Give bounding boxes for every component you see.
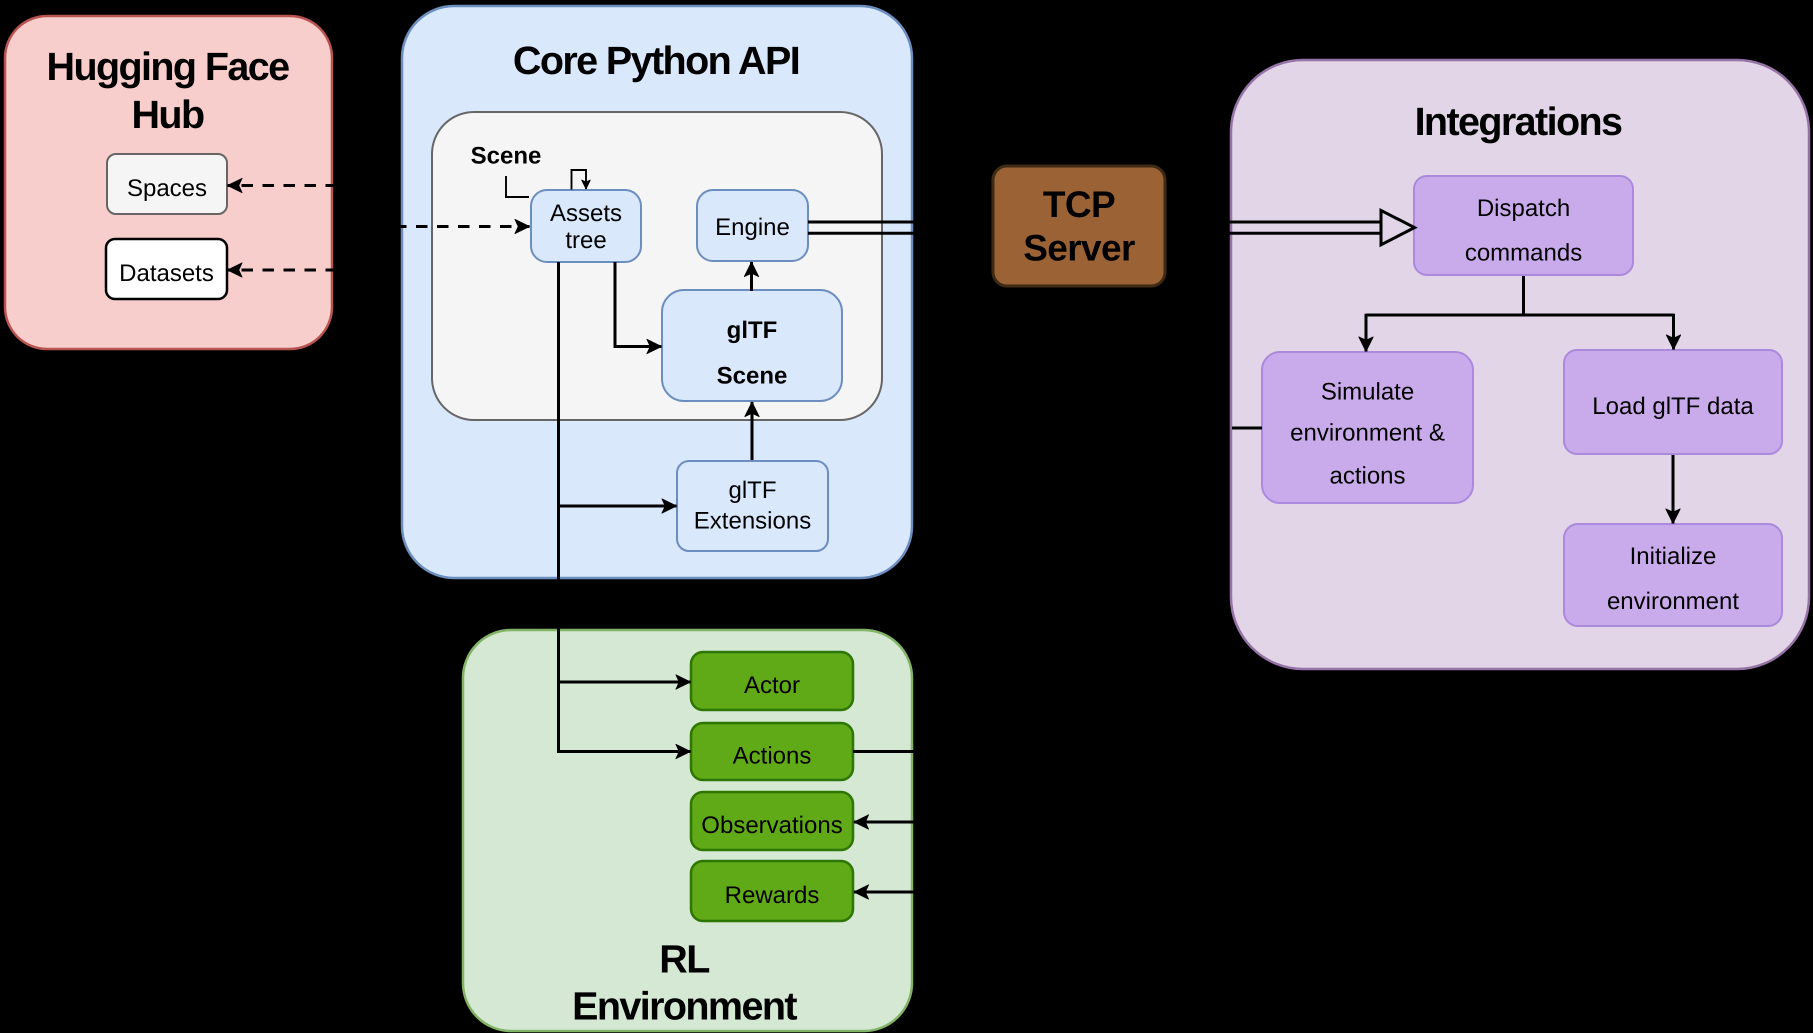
svg-text:RL: RL <box>659 938 709 982</box>
svg-text:Integrations: Integrations <box>1415 100 1622 144</box>
svg-text:glTF: glTF <box>727 317 778 344</box>
svg-text:Hugging Face: Hugging Face <box>47 45 290 89</box>
svg-text:Initialize: Initialize <box>1630 543 1717 570</box>
svg-text:Actor: Actor <box>744 672 800 699</box>
svg-text:tree: tree <box>565 227 606 254</box>
svg-text:Datasets: Datasets <box>119 260 214 287</box>
svg-text:Core Python API: Core Python API <box>513 39 799 83</box>
svg-text:Assets: Assets <box>550 200 622 227</box>
svg-text:glTF: glTF <box>729 477 777 504</box>
svg-text:Scene: Scene <box>717 363 788 390</box>
svg-text:Hub: Hub <box>132 93 204 137</box>
svg-text:Spaces: Spaces <box>127 175 207 202</box>
svg-text:Observations: Observations <box>701 812 842 839</box>
svg-text:Engine: Engine <box>715 214 790 241</box>
svg-text:Scene: Scene <box>471 142 542 169</box>
svg-text:actions: actions <box>1329 463 1405 490</box>
svg-text:environment &: environment & <box>1290 419 1445 446</box>
svg-text:commands: commands <box>1465 239 1582 266</box>
svg-text:Dispatch: Dispatch <box>1477 195 1570 222</box>
svg-text:Load glTF data: Load glTF data <box>1592 393 1754 420</box>
svg-text:Extensions: Extensions <box>694 508 811 535</box>
svg-text:Actions: Actions <box>733 743 812 770</box>
svg-text:Simulate: Simulate <box>1321 379 1414 406</box>
svg-text:TCP: TCP <box>1043 184 1115 225</box>
svg-text:environment: environment <box>1607 588 1739 615</box>
svg-text:Rewards: Rewards <box>725 882 820 909</box>
svg-text:Server: Server <box>1023 228 1135 269</box>
svg-text:Environment: Environment <box>572 984 797 1028</box>
